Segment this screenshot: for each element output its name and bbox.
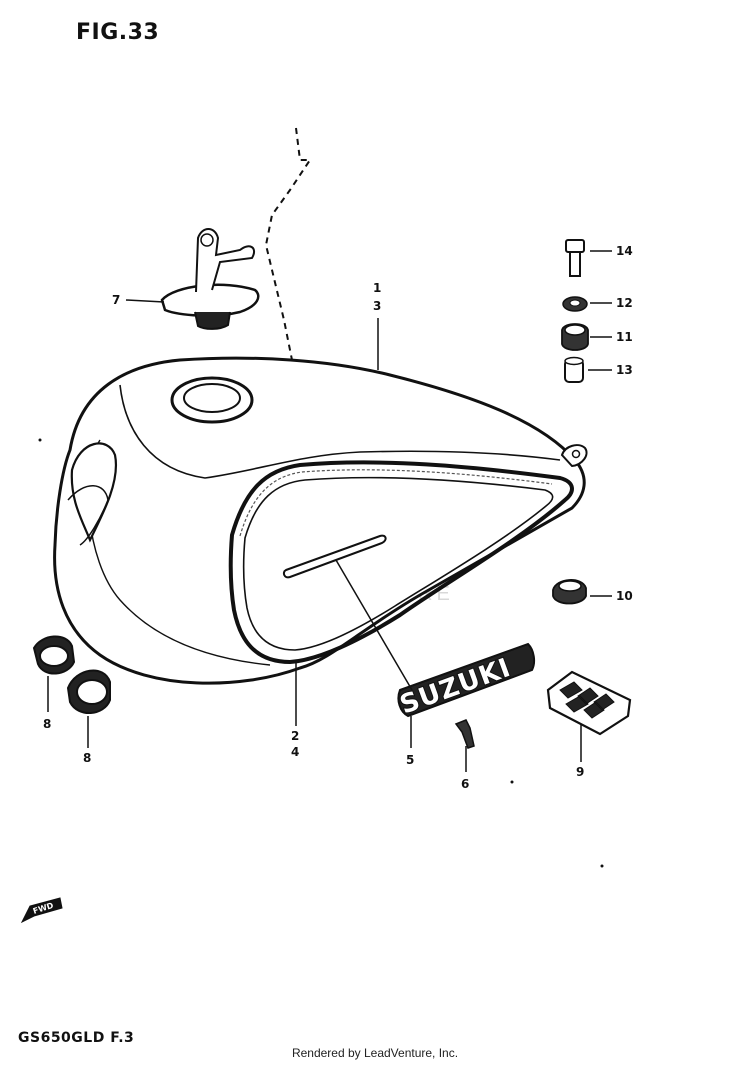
bolt-14-head [565,239,585,253]
callout-14: 14 [616,244,633,258]
grommet-10 [552,579,587,605]
forward-arrow: FWD [20,897,63,924]
figure-title: FIG.33 [76,20,160,45]
callout-3: 3 [373,299,381,313]
tank-cushion-upper-face [39,645,69,667]
stray-dot-2 [510,780,514,784]
model-code: GS650GLD F.3 [18,1030,135,1046]
fuel-hose-dashed-line [264,127,312,511]
suzuki-emblem-plate [397,642,536,718]
callout-4: 4 [291,745,299,759]
fuel-tank-side-panel-inner [242,476,554,651]
fuel-tank [53,356,588,685]
tank-rear-cushion-body [546,670,632,736]
callout-8a: 8 [43,717,51,731]
tank-rear-cushion-ribs [559,681,615,719]
collar-13-top [564,356,584,366]
washer-12 [562,296,588,312]
callout-11: 11 [616,330,633,344]
fuel-tank-side-panel-outer [228,460,574,665]
fuel-filler-neck-inner [183,383,241,413]
fuel-cap-base [194,311,231,330]
grommet-10-top [558,580,582,592]
fuel-tank-side-panel-stripe [239,469,553,537]
fuel-cap-key-ring [200,233,214,247]
callout-9: 9 [576,765,584,779]
fuel-tank-top-ridge [119,384,561,479]
callout-6: 6 [461,777,469,791]
stray-dot-1 [38,438,42,442]
callout-12: 12 [616,296,633,310]
footer-credit: Rendered by LeadVenture, Inc. [291,1046,459,1060]
fuel-cap-assembly [160,228,260,330]
leader-lines [47,250,612,772]
callout-1: 1 [373,281,381,295]
fuel-tank-front-recess [70,442,118,543]
fuel-tank-rear-lug-hole [571,449,581,459]
stray-dot-3 [600,864,604,868]
emblem-screw-shape [454,719,475,749]
callout-labels: 1 3 7 2 4 5 6 8 8 9 10 11 12 13 14 [43,244,633,791]
suzuki-emblem: SUZUKI [395,642,536,722]
bolt-14 [565,239,585,277]
collar-13 [564,356,584,383]
suzuki-emblem-text: SUZUKI [396,653,515,721]
callout-8b: 8 [83,751,91,765]
tank-rear-cushion [546,670,632,736]
cushion-11-top [564,324,586,336]
tank-cushion-upper [32,635,76,675]
cushion-11 [561,323,589,351]
fuel-tank-emblem-slot [282,534,387,579]
emblem-screw [454,719,475,749]
bolt-14-shank [569,251,581,277]
callout-7: 7 [112,293,120,307]
tank-cushion-lower [66,669,111,714]
leader-7 [125,299,165,303]
washer-12-hole [569,299,581,307]
leader-5-slot [335,559,413,691]
fuel-tank-front-recess-inner [67,485,109,546]
callout-5: 5 [406,753,414,767]
callout-10: 10 [616,589,633,603]
forward-arrow-icon [20,897,63,924]
callout-13: 13 [616,363,633,377]
callout-2: 2 [291,729,299,743]
tank-cushion-lower-face [76,679,108,705]
